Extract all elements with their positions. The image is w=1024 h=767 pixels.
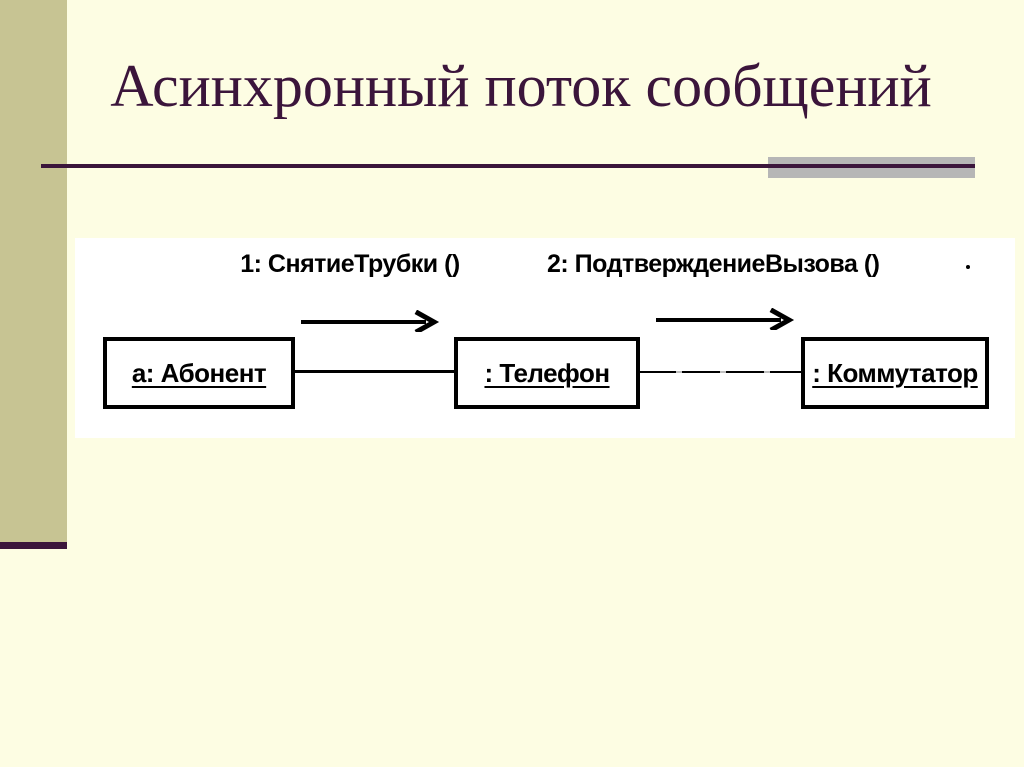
- link-telefon-kommutator: [638, 371, 804, 373]
- link-abonent-telefon: [293, 370, 457, 373]
- message-2-label: 2: ПодтверждениеВызова (): [547, 250, 880, 278]
- object-box-kommutator: : Коммутатор: [801, 337, 989, 409]
- message-1-arrow-icon: [301, 310, 440, 332]
- message-1-label: 1: СнятиеТрубки (): [240, 250, 460, 278]
- scan-artifact-dot: [966, 265, 970, 269]
- diagram-panel: 1: СнятиеТрубки () 2: ПодтверждениеВызов…: [75, 238, 1015, 438]
- object-name-telefon: : Телефон: [484, 357, 610, 388]
- sidebar-footer-bar: [0, 542, 67, 549]
- slide-title: Асинхронный поток сообщений: [110, 53, 932, 119]
- message-2-arrow-icon: [656, 308, 795, 330]
- object-name-abonent: а: Абонент: [131, 357, 267, 388]
- sidebar-accent-strip: [0, 0, 67, 542]
- title-divider-line: [41, 164, 975, 168]
- object-box-abonent: а: Абонент: [103, 337, 295, 409]
- object-box-telefon: : Телефон: [454, 337, 640, 409]
- object-name-kommutator: : Коммутатор: [812, 357, 978, 388]
